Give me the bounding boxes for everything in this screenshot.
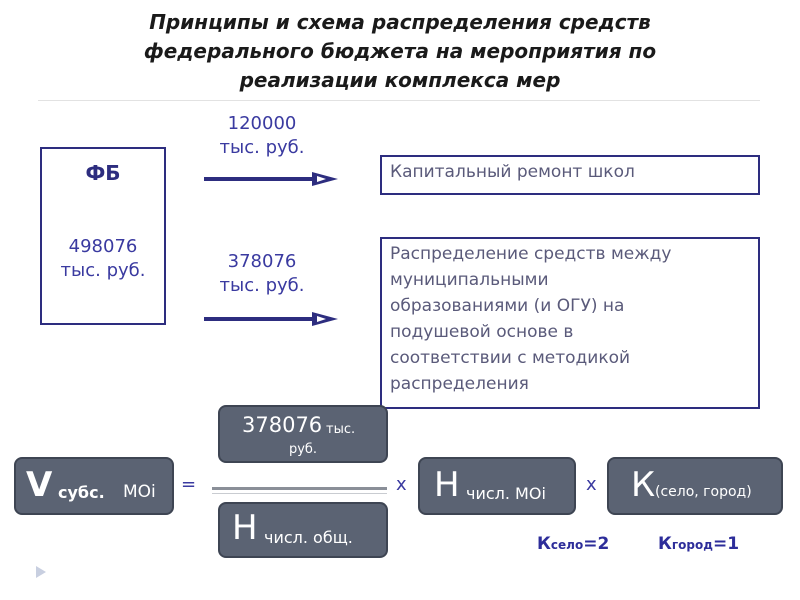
flow-2-amount-value: 378076	[227, 251, 297, 272]
multiply-sign-1: х	[396, 474, 407, 495]
flow-1-amount: 120000 тыс. руб.	[202, 112, 322, 160]
target-2-line-6: распределения	[390, 374, 529, 394]
flow-2-amount: 378076 тыс. руб.	[202, 250, 322, 298]
title-line-1: Принципы и схема распределения средств	[149, 10, 651, 34]
numerator-box: 378076 тыс. руб.	[218, 405, 388, 463]
coef-selo-value: =2	[583, 534, 610, 554]
target-2-line-3: образованиями (и ОГУ) на	[390, 296, 625, 316]
title-divider	[38, 100, 760, 101]
target-2-line-5: соответствии с методикой	[390, 348, 631, 368]
numerator-unit-1: тыс.	[326, 422, 356, 437]
target-1-line-1: Капитальный ремонт школ	[390, 162, 635, 182]
coef-selo-k: К	[537, 534, 551, 554]
coef-selo-sub: село	[550, 538, 584, 552]
title-line-3: реализации комплекса мер	[239, 68, 561, 92]
coef-gorod-k: К	[658, 534, 672, 554]
fb-label: ФБ	[85, 161, 121, 185]
flow-1-amount-value: 120000	[227, 113, 297, 134]
v-subs-box: V субс. МОi	[14, 457, 174, 515]
multiply-sign-2: х	[586, 474, 597, 495]
v-subscript: субс.	[58, 483, 105, 502]
v-symbol: V	[26, 465, 53, 505]
target-box-1: Капитальный ремонт школ	[380, 155, 760, 195]
play-icon[interactable]	[34, 564, 48, 580]
title-line-2: федерального бюджета на мероприятия по	[143, 39, 657, 63]
right-arrow-icon	[204, 172, 338, 186]
fb-amount-unit: тыс. руб.	[60, 260, 146, 281]
coef-gorod-value: =1	[712, 534, 740, 554]
k-box: К (село, город)	[607, 457, 783, 515]
denominator-box: Н числ. общ.	[218, 502, 388, 558]
right-arrow-icon	[204, 312, 338, 326]
k-symbol: К	[631, 465, 656, 505]
flow-1-amount-unit: тыс. руб.	[219, 137, 305, 158]
k-subscript: (село, город)	[655, 484, 752, 500]
coefficient-selo: Ксело=2	[537, 534, 609, 554]
den-subscript: числ. общ.	[264, 528, 353, 547]
equals-sign: =	[181, 474, 197, 495]
target-box-2: Распределение средств между муниципальны…	[380, 237, 760, 409]
target-2-line-4: подушевой основе в	[390, 322, 574, 342]
h-symbol: Н	[434, 465, 460, 505]
fb-amount-value: 498076	[68, 236, 138, 257]
numerator-unit-2: руб.	[288, 442, 318, 457]
target-2-line-2: муниципальными	[390, 270, 549, 290]
numerator-value: 378076	[242, 413, 323, 437]
slide-title: Принципы и схема распределения средств ф…	[60, 8, 740, 95]
coef-gorod-sub: город	[671, 538, 713, 552]
flow-2-amount-unit: тыс. руб.	[219, 275, 305, 296]
h-subscript: числ. МОi	[466, 484, 546, 503]
fraction-bar-shadow	[212, 493, 387, 494]
target-2-line-1: Распределение средств между	[390, 244, 672, 264]
fb-amount: 498076 тыс. руб.	[42, 235, 164, 283]
v-moi: МОi	[123, 482, 156, 502]
h-moi-box: Н числ. МОi	[418, 457, 576, 515]
fraction-bar	[212, 487, 387, 490]
den-symbol: Н	[232, 508, 258, 548]
coefficient-gorod: Кгород=1	[658, 534, 739, 554]
fb-box: ФБ 498076 тыс. руб.	[40, 147, 166, 325]
